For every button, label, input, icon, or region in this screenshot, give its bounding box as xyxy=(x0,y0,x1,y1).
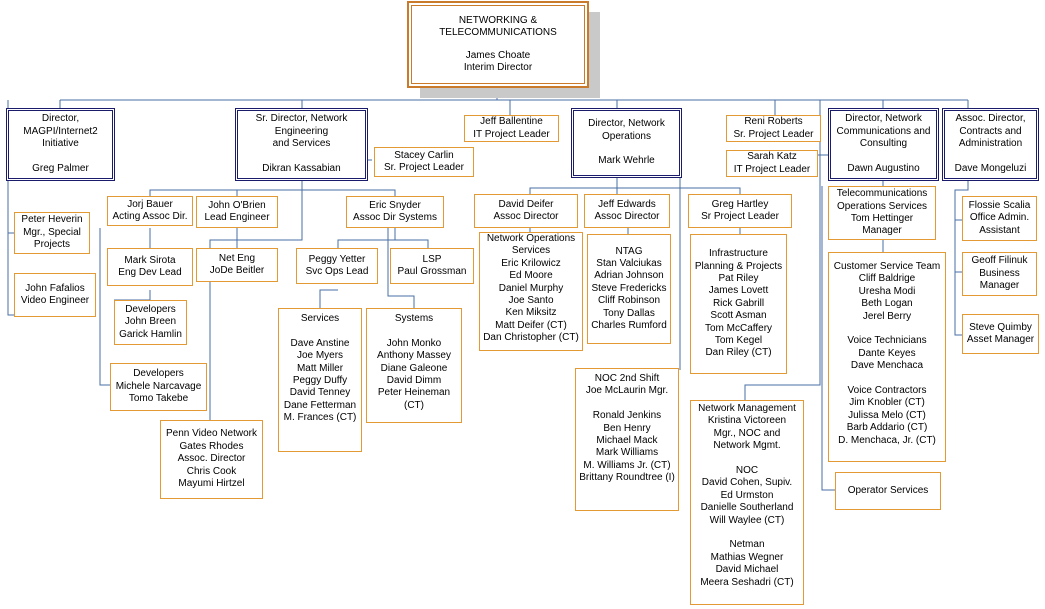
staff-services-text: Services Dave Anstine Joe Myers Matt Mil… xyxy=(283,313,357,424)
staff-katz-text: Sarah Katz IT Project Leader xyxy=(733,151,811,175)
director-engineering-text: Sr. Director, Network Engineering and Se… xyxy=(255,113,348,175)
staff-quimby-text: Steve Quimby Asset Manager xyxy=(966,321,1035,345)
staff-lsp: LSP Paul Grossman xyxy=(390,248,474,284)
staff-roberts: Reni Roberts Sr. Project Leader xyxy=(726,115,821,142)
staff-fafalios-text: John Fafalios Video Engineer xyxy=(20,282,90,306)
staff-roberts-text: Reni Roberts Sr. Project Leader xyxy=(733,116,814,140)
staff-sirota-text: Mark Sirota Eng Dev Lead xyxy=(118,254,182,278)
staff-services: Services Dave Anstine Joe Myers Matt Mil… xyxy=(278,308,362,452)
staff-nocservices: Network Operations Services Eric Krilowi… xyxy=(479,232,583,351)
staff-filinuk: Geoff Filinuk Business Manager xyxy=(962,252,1037,296)
connector xyxy=(302,189,396,196)
staff-ntag: NTAG Stan Valciukas Adrian Johnson Steve… xyxy=(587,234,671,344)
director-engineering: Sr. Director, Network Engineering and Se… xyxy=(235,108,368,181)
staff-netmgmt-text: Network Management Kristina Victoreen Mg… xyxy=(698,403,796,588)
connector xyxy=(99,228,112,386)
staff-dev2: Developers Michele Narcavage Tomo Takebe xyxy=(110,363,207,411)
staff-edwards-text: Jeff Edwards Assoc Director xyxy=(594,198,660,222)
staff-neteng-text: Net Eng JoDe Beitler xyxy=(209,252,265,276)
connector xyxy=(337,228,396,248)
staff-telecom-text: Telecommunications Operations Services T… xyxy=(836,188,928,237)
staff-telecom: Telecommunications Operations Services T… xyxy=(828,186,936,240)
top-director-name: James Choate Interim Director xyxy=(463,49,533,73)
staff-yetter-text: Peggy Yetter Svc Ops Lead xyxy=(305,253,369,277)
staff-scalia: Flossie Scalia Office Admin. Assistant xyxy=(962,196,1037,241)
director-magpi-text: Director, MAGPI/Internet2 Initiative Gre… xyxy=(23,113,98,175)
staff-noc2: NOC 2nd Shift Joe McLaurin Mgr. Ronald J… xyxy=(575,368,679,511)
connector xyxy=(319,289,338,308)
connector xyxy=(821,186,835,491)
director-contracts-text: Assoc. Director, Contracts and Administr… xyxy=(954,113,1027,175)
staff-ballentine-text: Jeff Ballentine IT Project Leader xyxy=(473,116,550,140)
director-contracts: Assoc. Director, Contracts and Administr… xyxy=(942,108,1039,181)
staff-fafalios: John Fafalios Video Engineer xyxy=(14,273,96,317)
staff-netmgmt: Network Management Kristina Victoreen Mg… xyxy=(690,400,804,605)
top-title: NETWORKING & TELECOMMUNICATIONS xyxy=(439,14,557,39)
staff-quimby: Steve Quimby Asset Manager xyxy=(962,314,1039,354)
staff-nocservices-text: Network Operations Services Eric Krilowi… xyxy=(483,233,579,344)
staff-heverin: Peter Heverin Mgr., Special Projects xyxy=(14,212,90,254)
connector xyxy=(387,228,415,308)
connector xyxy=(149,180,303,196)
staff-obrien-text: John O'Brien Lead Engineer xyxy=(204,199,270,223)
connector xyxy=(954,180,969,336)
staff-deifer: David Deifer Assoc Director xyxy=(474,194,578,228)
connector xyxy=(617,187,741,196)
staff-lsp-text: LSP Paul Grossman xyxy=(397,253,467,277)
staff-scalia-text: Flossie Scalia Office Admin. Assistant xyxy=(968,199,1031,236)
connector xyxy=(209,180,303,420)
director-communications: Director, Network Communications and Con… xyxy=(828,108,939,181)
staff-heverin-text: Peter Heverin Mgr., Special Projects xyxy=(21,214,83,251)
staff-hartley: Greg Hartley Sr Project Leader xyxy=(688,194,792,228)
staff-noc2-text: NOC 2nd Shift Joe McLaurin Mgr. Ronald J… xyxy=(579,373,675,484)
staff-infra-text: Infrastructure Planning & Projects Pat R… xyxy=(694,248,783,359)
staff-ballentine: Jeff Ballentine IT Project Leader xyxy=(464,115,559,142)
connector xyxy=(395,239,429,248)
staff-systems-text: Systems John Monko Anthony Massey Diane … xyxy=(377,313,451,411)
staff-katz: Sarah Katz IT Project Leader xyxy=(726,150,818,177)
staff-bauer-text: Jorj Bauer Acting Assoc Dir. xyxy=(112,198,188,222)
connector xyxy=(529,178,618,196)
staff-pennvideo-text: Penn Video Network Gates Rhodes Assoc. D… xyxy=(166,428,257,490)
staff-snyder: Eric Snyder Assoc Dir Systems xyxy=(346,196,444,228)
staff-snyder-text: Eric Snyder Assoc Dir Systems xyxy=(353,199,437,223)
staff-customer-text: Customer Service Team Cliff Baldrige Ure… xyxy=(833,261,941,446)
staff-deifer-text: David Deifer Assoc Director xyxy=(493,198,559,222)
staff-sirota: Mark Sirota Eng Dev Lead xyxy=(107,248,193,286)
staff-carlin-text: Stacey Carlin Sr. Project Leader xyxy=(383,149,465,173)
connector xyxy=(744,100,821,400)
staff-operator: Operator Services xyxy=(835,472,941,510)
staff-carlin: Stacey Carlin Sr. Project Leader xyxy=(374,147,474,177)
staff-obrien: John O'Brien Lead Engineer xyxy=(196,196,278,228)
staff-systems: Systems John Monko Anthony Massey Diane … xyxy=(366,308,462,423)
staff-hartley-text: Greg Hartley Sr Project Leader xyxy=(701,198,779,222)
staff-operator-text: Operator Services xyxy=(847,484,929,496)
top-director-box: NETWORKING & TELECOMMUNICATIONS James Ch… xyxy=(407,1,589,88)
staff-bauer: Jorj Bauer Acting Assoc Dir. xyxy=(107,196,193,226)
staff-neteng: Net Eng JoDe Beitler xyxy=(196,248,278,282)
director-magpi: Director, MAGPI/Internet2 Initiative Gre… xyxy=(6,108,115,181)
staff-dev2-text: Developers Michele Narcavage Tomo Takebe xyxy=(115,368,202,405)
staff-ntag-text: NTAG Stan Valciukas Adrian Johnson Steve… xyxy=(591,245,667,332)
staff-dev1: Developers John Breen Garick Hamlin xyxy=(114,300,187,345)
connector xyxy=(114,290,151,301)
staff-dev1-text: Developers John Breen Garick Hamlin xyxy=(119,303,182,340)
staff-filinuk-text: Geoff Filinuk Business Manager xyxy=(971,255,1028,292)
staff-infra: Infrastructure Planning & Projects Pat R… xyxy=(690,234,787,374)
director-communications-text: Director, Network Communications and Con… xyxy=(836,113,931,175)
director-operations-text: Director, Network Operations Mark Wehrle xyxy=(588,118,665,167)
staff-pennvideo: Penn Video Network Gates Rhodes Assoc. D… xyxy=(160,420,263,499)
staff-yetter: Peggy Yetter Svc Ops Lead xyxy=(296,248,378,284)
staff-edwards: Jeff Edwards Assoc Director xyxy=(584,194,670,228)
staff-customer: Customer Service Team Cliff Baldrige Ure… xyxy=(828,252,946,462)
director-operations: Director, Network Operations Mark Wehrle xyxy=(571,108,682,178)
